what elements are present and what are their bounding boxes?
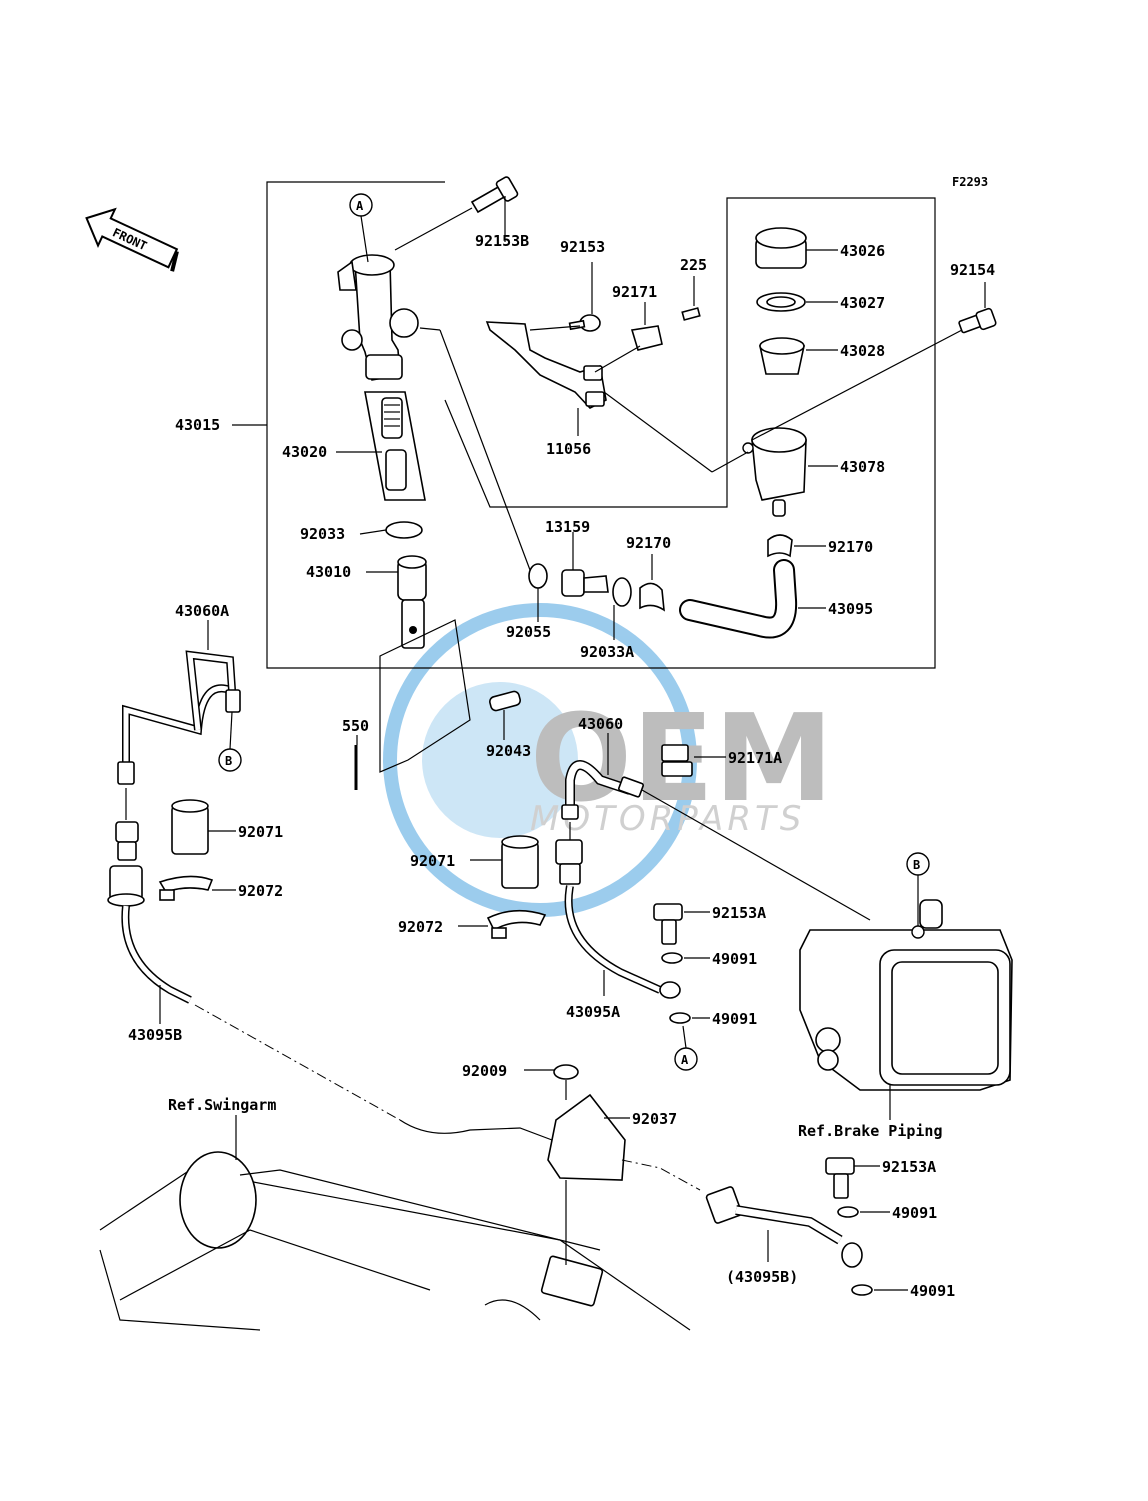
label-43095B: 43095B bbox=[128, 1026, 182, 1044]
front-arrow-icon: FRONT bbox=[85, 207, 179, 272]
label-43026: 43026 bbox=[840, 242, 885, 260]
master-cylinder-body bbox=[337, 254, 419, 381]
hose-clamp-92170-upper bbox=[767, 534, 793, 558]
brake-line-43060A bbox=[122, 684, 232, 780]
circlip-92033 bbox=[385, 521, 423, 539]
reservoir-43078 bbox=[742, 427, 807, 517]
label-92153B: 92153B bbox=[475, 232, 529, 250]
hose-clamp-92170-lower bbox=[639, 582, 665, 612]
banjo-bolt-92153A-upper bbox=[653, 903, 683, 945]
screw-225 bbox=[681, 307, 701, 321]
label-43015: 43015 bbox=[175, 416, 220, 434]
bolt-92153B bbox=[470, 176, 519, 214]
label-92043: 92043 bbox=[486, 742, 531, 760]
label-13159: 13159 bbox=[545, 518, 590, 536]
marker-a-bottom-label: A bbox=[681, 1053, 689, 1067]
hose-guide-92037 bbox=[547, 1093, 626, 1181]
label-225: 225 bbox=[680, 256, 707, 274]
washer-49091-d bbox=[851, 1284, 873, 1296]
label-92037: 92037 bbox=[632, 1110, 677, 1128]
label-43060A: 43060A bbox=[175, 602, 229, 620]
label-92171A: 92171A bbox=[728, 749, 782, 767]
swingarm-reference-drawing bbox=[99, 1151, 691, 1331]
label-43027: 43027 bbox=[840, 294, 885, 312]
hose-fitting-left bbox=[115, 821, 139, 843]
brake-hose-43095B-rear bbox=[705, 1186, 863, 1268]
label-43095: 43095 bbox=[828, 600, 873, 618]
label-92071-left: 92071 bbox=[238, 823, 283, 841]
marker-a-top-label: A bbox=[356, 199, 364, 213]
screw-92154 bbox=[958, 307, 997, 334]
label-92009: 92009 bbox=[462, 1062, 507, 1080]
bolt-92153 bbox=[568, 314, 601, 332]
assembly-frame-43015 bbox=[266, 181, 936, 669]
label-49091-a: 49091 bbox=[712, 950, 757, 968]
label-43095B-rear: (43095B) bbox=[726, 1268, 798, 1286]
label-92170-upper: 92170 bbox=[828, 538, 873, 556]
label-43020: 43020 bbox=[282, 443, 327, 461]
circlip-92033A bbox=[612, 577, 632, 607]
washer-49091-a bbox=[661, 952, 683, 964]
hose-fitting-center bbox=[555, 839, 583, 865]
bolt-92009 bbox=[553, 1064, 579, 1080]
label-92055: 92055 bbox=[506, 623, 551, 641]
label-43095A: 43095A bbox=[566, 1003, 620, 1021]
fitting-13159 bbox=[561, 569, 609, 597]
label-92171: 92171 bbox=[612, 283, 657, 301]
clevis-pin-frame bbox=[379, 619, 471, 773]
washer-49091-b bbox=[669, 1012, 691, 1024]
label-43078: 43078 bbox=[840, 458, 885, 476]
label-43060: 43060 bbox=[578, 715, 623, 733]
label-49091-c: 49091 bbox=[892, 1204, 937, 1222]
brake-line-43060 bbox=[561, 760, 644, 820]
label-92154: 92154 bbox=[950, 261, 995, 279]
ref-brake-piping: Ref.Brake Piping bbox=[798, 1122, 943, 1140]
marker-b-left-label: B bbox=[225, 754, 232, 768]
reservoir-cap-43026 bbox=[755, 227, 807, 269]
label-92072-center: 92072 bbox=[398, 918, 443, 936]
label-11056: 11056 bbox=[546, 440, 591, 458]
washer-49091-c bbox=[837, 1206, 859, 1218]
piston-spring-43020 bbox=[364, 391, 426, 501]
grommet-92071-center bbox=[501, 841, 539, 889]
clevis-pin-92043 bbox=[489, 690, 521, 712]
label-92033: 92033 bbox=[300, 525, 345, 543]
push-rod-43010 bbox=[397, 555, 427, 649]
label-550: 550 bbox=[342, 717, 369, 735]
label-92071-center: 92071 bbox=[410, 852, 455, 870]
label-92033A: 92033A bbox=[580, 643, 634, 661]
grommet-92071-left bbox=[171, 805, 209, 855]
clamp-92171 bbox=[630, 325, 663, 351]
oring-92055 bbox=[528, 563, 548, 589]
label-43028: 43028 bbox=[840, 342, 885, 360]
label-43010: 43010 bbox=[306, 563, 351, 581]
label-92153A-lower: 92153A bbox=[882, 1158, 936, 1176]
label-92153A-upper: 92153A bbox=[712, 904, 766, 922]
band-92072-center bbox=[486, 909, 547, 932]
diaphragm-43028 bbox=[759, 337, 805, 375]
label-92072-left: 92072 bbox=[238, 882, 283, 900]
bracket-11056 bbox=[485, 321, 607, 409]
ref-swingarm: Ref.Swingarm bbox=[168, 1096, 276, 1114]
diagram-code: F2293 bbox=[952, 175, 988, 189]
abs-hydraulic-unit bbox=[799, 899, 1013, 1091]
clip-92171A bbox=[661, 744, 693, 777]
label-92153: 92153 bbox=[560, 238, 605, 256]
marker-a-bottom bbox=[674, 1047, 698, 1071]
marker-b-right-label: B bbox=[913, 858, 920, 872]
label-49091-b: 49091 bbox=[712, 1010, 757, 1028]
label-92170-lower: 92170 bbox=[626, 534, 671, 552]
banjo-bolt-92153A-lower bbox=[825, 1157, 855, 1199]
label-49091-d: 49091 bbox=[910, 1282, 955, 1300]
